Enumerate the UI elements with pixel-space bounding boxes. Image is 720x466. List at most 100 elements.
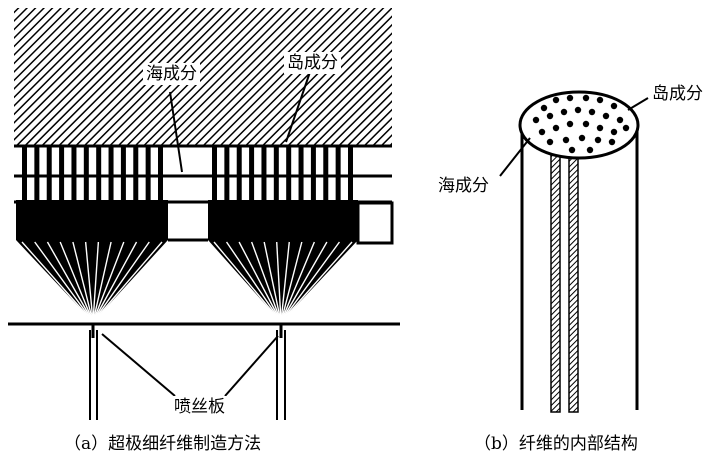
funnel-strand [276,241,282,323]
island-channel [212,146,217,202]
island-dot [608,138,616,146]
channel-group-right [212,146,353,202]
island-dot [588,108,596,116]
island-channel [261,146,267,202]
island-dot [552,124,560,132]
label-sea-component-a: 海成分 [143,63,200,85]
filament-left [89,324,98,420]
dense-block-right [208,200,358,240]
island-channel [133,146,139,202]
funnel-strand [238,241,282,323]
funnel-strand [72,241,94,323]
island-dots [532,94,630,154]
island-dot [566,120,574,128]
leader-lines-a [101,71,311,397]
island-dot [616,116,624,124]
island-dot [562,136,570,144]
island-channel [335,146,341,202]
funnel-strand [280,241,341,323]
island-dot [540,104,548,112]
funnel-fill [208,240,358,322]
funnel-left [16,240,168,323]
label-spinneret: 喷丝板 [171,396,228,418]
island-dot [622,124,630,132]
island-dot [566,94,574,102]
island-channel [71,146,77,202]
hatched-polymer-block [14,8,392,146]
funnel-strand [213,241,282,323]
island-dot [596,124,604,132]
island-channel [323,146,329,202]
island-dot [560,108,568,116]
island-dot [586,146,594,154]
fiber-cross-section [518,90,640,160]
label-sea-component-b: 海成分 [438,176,489,196]
funnel-strand [263,241,282,323]
island-channel [236,146,242,202]
fiber-body [520,128,639,410]
funnel-strand [225,241,282,323]
funnel-strand [46,241,94,323]
funnel-strand [92,241,163,323]
island-channel [249,146,255,202]
island-channel [310,146,316,202]
island-channel [348,146,353,202]
island-channel [286,146,292,202]
island-channel [298,146,304,202]
island-dot [596,96,604,104]
filament-right [276,324,286,420]
funnel-fill [16,240,168,322]
island-dot [610,128,618,136]
funnel-right [208,240,358,323]
funnel-strand [280,241,353,323]
label-island-component-b: 岛成分 [652,84,703,104]
island-dot [538,128,546,136]
island-channel [59,146,65,202]
island-channel [158,146,163,202]
island-dot [546,112,554,120]
island-strand-2 [568,149,579,413]
right-frame [356,201,394,245]
island-dot [574,106,582,114]
funnel-strand [280,241,290,323]
funnel-strand [92,241,150,323]
panel-a-manufacturing-method [8,8,400,420]
island-channel [273,146,279,202]
island-dot [582,120,590,128]
guide-bars [14,144,392,204]
funnel-strand [280,241,328,323]
sea-gap [168,206,208,240]
island-channel [96,146,102,202]
channel-group-left [22,146,163,202]
island-dot [568,146,576,154]
island-channel [46,146,52,202]
island-channel [145,146,151,202]
label-island-component-a: 岛成分 [284,52,341,74]
island-channel [108,146,114,202]
funnel-strand [280,241,316,323]
leader-lines-b [499,97,649,177]
island-channel [22,146,27,202]
dense-block-left [16,200,168,240]
funnel-strand [250,241,282,323]
island-strand-1 [550,149,561,413]
funnel-strand [84,241,94,323]
funnel-strand [280,241,303,323]
island-channel [34,146,40,202]
island-dot [532,116,540,124]
funnel-strand [92,241,125,323]
funnel-strand [21,241,94,323]
island-dot [594,136,602,144]
funnel-strand [92,241,100,323]
island-dot [602,112,610,120]
funnel-strand [34,241,94,323]
caption-panel-a: （a）超极细纤维制造方法 [64,434,262,454]
funnel-strand [92,241,112,323]
island-dot [610,102,618,110]
caption-panel-b: （b）纤维的内部结构 [474,434,638,454]
island-dot [578,134,586,142]
funnel-strand [59,241,94,323]
island-dot [546,138,554,146]
panel-b-fiber-structure [499,90,649,413]
